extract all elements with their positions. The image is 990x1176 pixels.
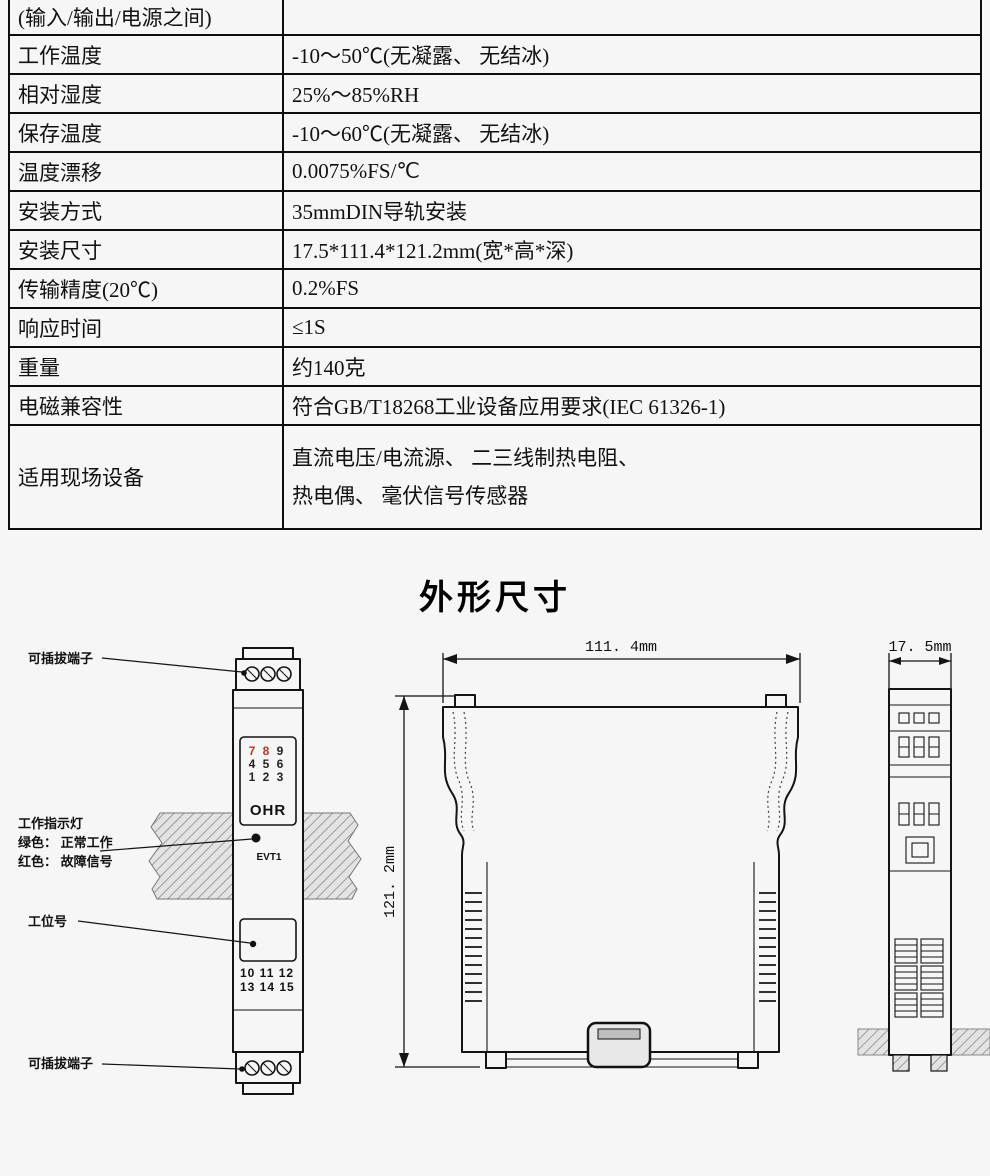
spec-value-line2: 热电偶、 毫伏信号传感器 (292, 484, 529, 508)
outline-drawing-svg: 7 8 9 4 5 6 1 2 3 OHR EVT1 10 11 12 13 1… (18, 639, 990, 1095)
table-row: 工作温度 -10～50℃(无凝露、 无结冰) (8, 34, 982, 75)
callout-indicator-title: 工作指示灯 (18, 816, 83, 831)
spec-value-line1: 直流电压/电流源、 二三线制热电阻、 (292, 446, 640, 470)
spec-label: 保存温度 (8, 112, 284, 153)
table-row: 传输精度(20℃) 0.2%FS (8, 268, 982, 309)
module-body (232, 689, 304, 1053)
outline-dimension-drawing: 7 8 9 4 5 6 1 2 3 OHR EVT1 10 11 12 13 1… (0, 633, 990, 1145)
spec-value: 符合GB/T18268工业设备应用要求(IEC 61326-1) (282, 385, 982, 426)
spec-value: -10～50℃(无凝露、 无结冰) (282, 34, 982, 75)
terminal-number: 6 (277, 757, 284, 771)
end-view-drawing: 17. 5mm (857, 639, 990, 1072)
callout-top-terminal: 可插拔端子 (28, 651, 93, 666)
spec-label: 适用现场设备 (8, 424, 284, 530)
led-label: EVT1 (256, 852, 281, 863)
bottom-terminal-numbers-row2: 13 14 15 (240, 980, 295, 994)
din-rail-left (148, 812, 234, 900)
case-outline (442, 706, 799, 1053)
leader-dot (249, 940, 257, 948)
table-row: 响应时间 ≤1S (8, 307, 982, 348)
spec-table: (输入/输出/电源之间) 工作温度 -10～50℃(无凝露、 无结冰) 相对湿度… (8, 0, 982, 530)
terminal-number: 7 (249, 744, 256, 758)
spec-value (282, 0, 982, 36)
width-dimension-label: 111. 4mm (585, 639, 657, 656)
module-bottom-cap (242, 1082, 294, 1095)
mount-foot (930, 1054, 948, 1072)
spec-value: 0.2%FS (282, 268, 982, 309)
vent-slots-right (759, 892, 776, 1002)
table-row: 安装尺寸 17.5*111.4*121.2mm(宽*高*深) (8, 229, 982, 270)
vent-slots-left (465, 892, 482, 1002)
spec-label: 安装方式 (8, 190, 284, 231)
table-row: 重量 约140克 (8, 346, 982, 387)
spec-value: 35mmDIN导轨安装 (282, 190, 982, 231)
front-view-drawing: 7 8 9 4 5 6 1 2 3 OHR EVT1 10 11 12 13 1… (18, 647, 362, 1095)
spec-label: 重量 (8, 346, 284, 387)
status-led (251, 833, 261, 843)
spec-label: 温度漂移 (8, 151, 284, 192)
spec-value: 约140克 (282, 346, 982, 387)
terminal-number: 9 (277, 744, 284, 758)
terminal-number: 2 (263, 770, 270, 784)
spec-label: 相对湿度 (8, 73, 284, 114)
callout-bottom-terminal: 可插拔端子 (28, 1056, 93, 1071)
station-tag-panel (239, 918, 297, 962)
height-dimension-label: 121. 2mm (382, 846, 399, 918)
mount-foot (892, 1054, 910, 1072)
table-row: 保存温度 -10～60℃(无凝露、 无结冰) (8, 112, 982, 153)
spec-label: (输入/输出/电源之间) (8, 0, 284, 36)
terminal-number: 1 (249, 770, 256, 784)
terminal-number: 5 (263, 757, 270, 771)
end-module-body (888, 688, 952, 1056)
spec-value: ≤1S (282, 307, 982, 348)
callout-station: 工位号 (28, 914, 67, 929)
spec-label: 电磁兼容性 (8, 385, 284, 426)
side-view-drawing: 111. 4mm 121. 2mm (382, 639, 801, 1069)
section-title: 外形尺寸 (419, 579, 571, 617)
terminal-number: 8 (263, 744, 270, 758)
spec-label: 安装尺寸 (8, 229, 284, 270)
spec-value: 25%～85%RH (282, 73, 982, 114)
terminal-number: 4 (249, 757, 256, 771)
leader-dot (241, 670, 247, 676)
bottom-terminal-numbers-row1: 10 11 12 (240, 966, 294, 980)
spec-value: 0.0075%FS/℃ (282, 151, 982, 192)
leader-dot (239, 1066, 245, 1072)
terminal-label-panel (239, 736, 297, 826)
table-row: 适用现场设备 直流电压/电流源、 二三线制热电阻、 热电偶、 毫伏信号传感器 (8, 424, 982, 530)
din-rail-right (302, 812, 362, 900)
spec-value: -10～60℃(无凝露、 无结冰) (282, 112, 982, 153)
table-row: (输入/输出/电源之间) (8, 0, 982, 36)
module-top-cap (242, 647, 294, 660)
terminal-number: 3 (277, 770, 284, 784)
callout-indicator-red: 红色： 故障信号 (18, 854, 113, 869)
spec-label: 工作温度 (8, 34, 284, 75)
callout-indicator-green: 绿色： 正常工作 (18, 835, 113, 850)
spec-label: 响应时间 (8, 307, 284, 348)
table-row: 电磁兼容性 符合GB/T18268工业设备应用要求(IEC 61326-1) (8, 385, 982, 426)
spec-value: 直流电压/电流源、 二三线制热电阻、 热电偶、 毫伏信号传感器 (282, 424, 982, 530)
brand-logo: OHR (250, 802, 286, 819)
table-row: 相对湿度 25%～85%RH (8, 73, 982, 114)
table-row: 安装方式 35mmDIN导轨安装 (8, 190, 982, 231)
depth-dimension-label: 17. 5mm (888, 639, 951, 656)
spec-label: 传输精度(20℃) (8, 268, 284, 309)
spec-value: 17.5*111.4*121.2mm(宽*高*深) (282, 229, 982, 270)
table-row: 温度漂移 0.0075%FS/℃ (8, 151, 982, 192)
